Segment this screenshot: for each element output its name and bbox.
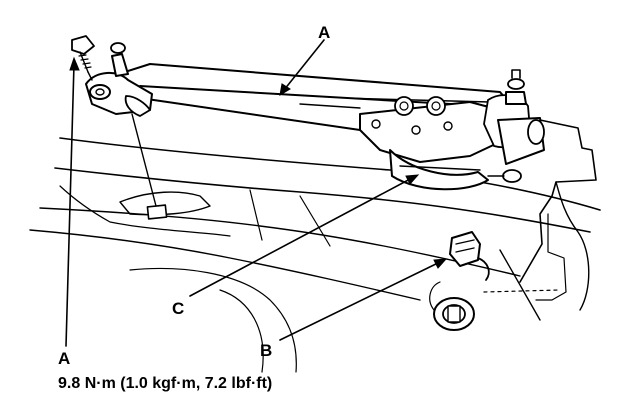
left-pivot [85,42,153,117]
cowl-panel [29,137,601,373]
torque-spec: 9.8 N·m (1.0 kgf·m, 7.2 lbf·ft) [58,375,272,392]
right-bracket [483,119,597,321]
callout-b: B [260,341,272,360]
mounting-bolt-icon [71,35,95,81]
motor-connector-icon [449,231,490,281]
callout-a-top: A [318,23,330,42]
callout-c: C [172,299,184,318]
mounting-plate [119,191,211,220]
cowl-grommet [429,281,475,331]
right-pivot [505,69,527,105]
leader-lines [65,39,448,347]
callout-a-bottom: A [58,349,70,368]
